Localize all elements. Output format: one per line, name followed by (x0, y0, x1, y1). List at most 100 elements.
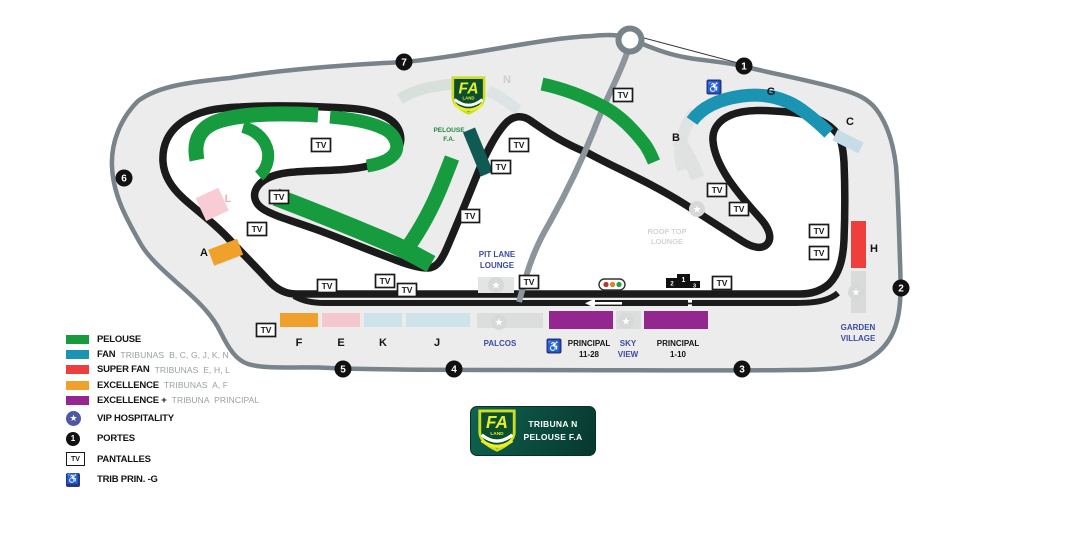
svg-text:TV: TV (402, 285, 413, 295)
legend-label: VIP HOSPITALITY (97, 412, 174, 424)
stand-e (322, 313, 360, 327)
svg-text:TV: TV (814, 226, 825, 236)
roof-top-lounge-label-2: LOUNGE (651, 237, 683, 246)
tv-screen-marker: TV (490, 159, 512, 175)
tv-screen-marker: TV (706, 182, 728, 198)
tv-screen-marker: TV (396, 282, 418, 298)
banner-text: TRIBUNA N PELOUSE F.A (517, 418, 589, 444)
tv-screen-marker: TV (808, 223, 830, 239)
svg-text:2: 2 (898, 284, 904, 295)
svg-text:TV: TV (316, 140, 327, 150)
legend-label: PELOUSE (97, 334, 141, 346)
svg-text:6: 6 (121, 174, 127, 185)
roof-top-lounge-structure (672, 136, 705, 181)
stand-f (280, 313, 318, 327)
svg-text:1: 1 (741, 62, 747, 73)
principal-11-28-label-2: 11-28 (579, 350, 600, 359)
banner-line2: PELOUSE F.A (523, 432, 583, 442)
sky-view-label-2: VIEW (618, 350, 639, 359)
roundabout (615, 25, 645, 55)
legend-item-excellence-plus: EXCELLENCE + TRIBUNA PRINCIPAL (66, 393, 259, 408)
svg-text:♿: ♿ (547, 340, 561, 353)
stand-e-label: E (337, 337, 344, 349)
legend-item-pelouse: PELOUSE (66, 332, 259, 347)
svg-text:7: 7 (401, 58, 407, 69)
principal-11-28-label-1: PRINCIPAL (568, 339, 611, 348)
tv-screen-marker: TV (728, 201, 750, 217)
svg-text:2: 2 (670, 282, 674, 288)
stand-principal-11-28 (549, 311, 613, 329)
vip-star-faded-icon: ★ (491, 314, 507, 330)
wheelchair-access-icon: ♿ (706, 79, 722, 95)
stand-b-label: B (672, 132, 680, 144)
legend-sublabel: TRIBUNA PRINCIPAL (171, 395, 260, 406)
race-track (159, 102, 849, 298)
gate-3-marker: 3 (733, 360, 751, 378)
gate-6-marker: 6 (115, 169, 133, 187)
legend-label: FAN (97, 349, 116, 361)
superfan-swatch (66, 365, 89, 375)
svg-text:TV: TV (465, 211, 476, 221)
legend-item-superfan: SUPER FAN TRIBUNAS E, H, L (66, 362, 259, 377)
tv-screen-marker: TV (508, 137, 530, 153)
legend-label: PANTALLES (97, 453, 151, 465)
tv-screen-marker: TV (711, 275, 733, 291)
svg-text:TV: TV (712, 185, 723, 195)
stand-l-label: L (225, 193, 232, 205)
tv-screen-marker: TV (518, 274, 540, 290)
banner-line1: TRIBUNA N (528, 419, 578, 430)
vip-star-faded-icon: ★ (488, 277, 504, 293)
svg-text:TV: TV (252, 224, 263, 234)
svg-text:3: 3 (739, 365, 745, 376)
stand-a (208, 238, 244, 266)
legend-sublabel: TRIBUNAS E, H, L (154, 364, 230, 375)
stand-n-faded (396, 77, 522, 115)
tv-icon: TV (66, 452, 85, 467)
svg-text:TV: TV (717, 278, 728, 288)
fa-logo-map (451, 76, 486, 115)
legend-label: SUPER FAN (97, 364, 150, 376)
wheelchair-access-icon: ♿ (546, 338, 562, 354)
gate-2-marker: 2 (892, 279, 910, 297)
stand-l (195, 187, 229, 221)
gate-5-marker: 5 (334, 360, 352, 378)
stand-k (364, 313, 402, 327)
tv-screen-marker: TV (459, 208, 481, 224)
podium-icon: 2 1 3 (666, 274, 700, 290)
legend: PELOUSE FAN TRIBUNAS B, C, G, J, K, N SU… (66, 332, 259, 490)
gate-1-marker: 1 (735, 57, 753, 75)
tribuna-n-banner: TRIBUNA N PELOUSE F.A (470, 406, 596, 456)
svg-text:TV: TV (734, 204, 745, 214)
pelouse-fa-label-1: PELOUSE (433, 127, 465, 134)
tv-screen-marker: TV (374, 273, 396, 289)
legend-item-excellence: EXCELLENCE TRIBUNAS A, F (66, 378, 259, 393)
garden-village-label-1: GARDEN (841, 323, 876, 332)
stand-j-label: J (434, 337, 440, 349)
vip-star-faded-icon: ★ (689, 201, 705, 217)
svg-text:5: 5 (340, 365, 346, 376)
svg-text:TV: TV (322, 281, 333, 291)
fan-swatch (66, 350, 89, 360)
svg-text:TV: TV (261, 325, 272, 335)
svg-text:TV: TV (496, 162, 507, 172)
svg-text:♿: ♿ (707, 81, 721, 94)
stand-f-label: F (296, 337, 303, 349)
stand-g-label: G (767, 86, 776, 98)
gate-icon: 1 (66, 431, 80, 446)
svg-text:3: 3 (693, 284, 696, 290)
pit-lane-lounge-label-1: PIT LANE (479, 250, 516, 259)
vip-star-faded-icon: ★ (618, 313, 634, 329)
pelouse-swatch (66, 335, 89, 345)
svg-text:TV: TV (524, 277, 535, 287)
stand-k-label: K (379, 337, 387, 349)
legend-label: TRIB PRIN. -G (97, 474, 158, 486)
service-road-line (643, 37, 739, 64)
roof-top-lounge-label-1: ROOF TOP (647, 227, 686, 236)
excellence-swatch (66, 380, 89, 390)
legend-label: PORTES (97, 433, 135, 445)
tv-screen-marker: TV (808, 245, 830, 261)
access-road (516, 49, 631, 303)
svg-text:★: ★ (693, 205, 702, 216)
tv-screen-marker: TV (246, 221, 268, 237)
